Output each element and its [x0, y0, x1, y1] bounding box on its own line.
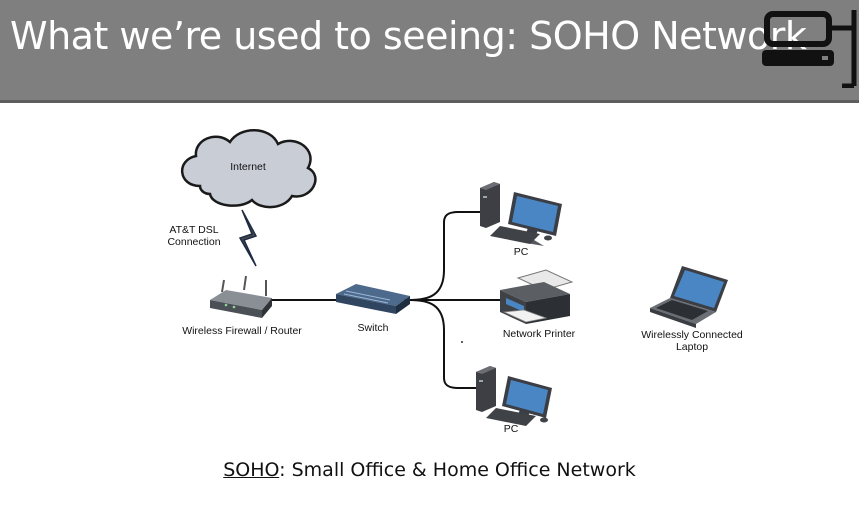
- router-label: Wireless Firewall / Router: [182, 325, 302, 337]
- caption-term: SOHO: [223, 459, 280, 481]
- pc-bottom-icon: [476, 366, 552, 426]
- pc-top-label: PC: [513, 246, 529, 258]
- pc-top-icon: [480, 182, 562, 246]
- slide-title: What we’re used to seeing: SOHO Network: [10, 14, 807, 58]
- pc-bottom-label: PC: [503, 423, 519, 435]
- diagram-caption: SOHO: Small Office & Home Office Network: [0, 459, 859, 481]
- internet-cloud-icon: [180, 129, 317, 209]
- slide-header: What we’re used to seeing: SOHO Network: [0, 0, 859, 103]
- caption-definition: : Small Office & Home Office Network: [279, 459, 636, 481]
- laptop-label-line2: Laptop: [675, 341, 709, 353]
- laptop-icon: [650, 266, 728, 328]
- dsl-link-label-line2: Connection: [167, 236, 221, 248]
- printer-label: Network Printer: [502, 328, 576, 340]
- router-icon: [210, 275, 272, 318]
- cloud-label: Internet: [230, 161, 266, 173]
- network-links: [270, 211, 500, 389]
- switch-icon: [336, 284, 410, 314]
- computer-logo-icon: [762, 10, 857, 88]
- soho-network-diagram: [180, 129, 728, 426]
- dsl-link-label-line1: AT&T DSL: [169, 224, 219, 236]
- switch-label: Switch: [357, 322, 389, 334]
- printer-icon: [500, 269, 574, 324]
- laptop-label-line1: Wirelessly Connected: [641, 329, 743, 341]
- lightning-bolt-icon: [238, 209, 258, 267]
